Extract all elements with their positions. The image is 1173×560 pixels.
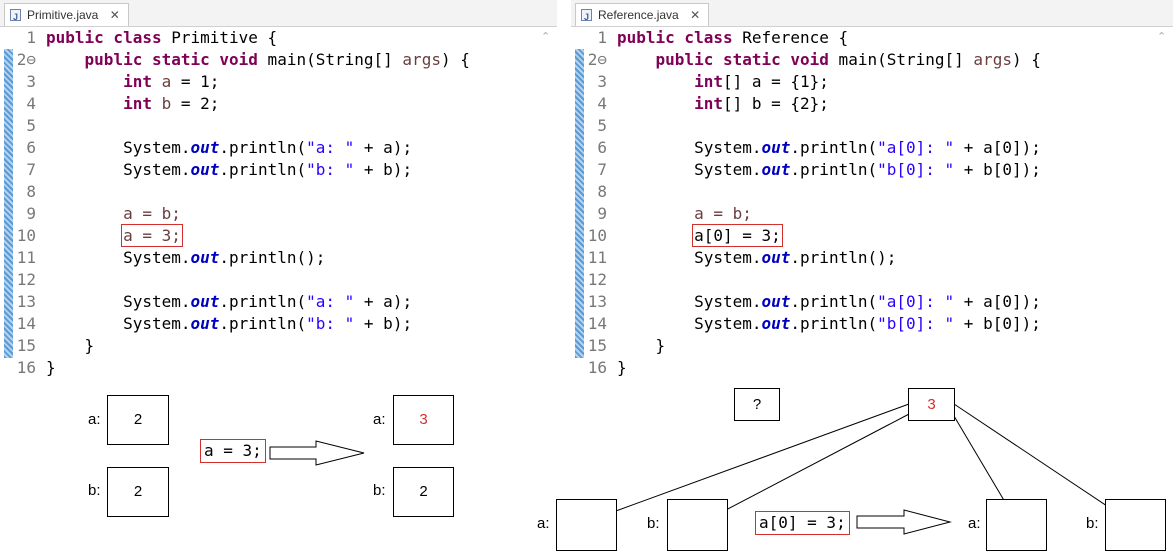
code-line: 5 (597, 116, 607, 135)
arrow-icon (856, 509, 952, 535)
tab-title: Primitive.java (27, 8, 99, 22)
var-a-box: 2 (107, 395, 169, 445)
code-line: 2⊖ public static void main(String[] args… (16, 50, 470, 69)
ref-a-box (556, 499, 617, 551)
ref-a-after-box (986, 499, 1047, 551)
code-line: 15 } (16, 336, 95, 355)
code-line: 12 (587, 270, 607, 289)
code-line: 5 (26, 116, 36, 135)
code-line: 16} (587, 358, 627, 377)
code-line: 13 System.out.println("a[0]: " + a[0]); (587, 292, 1041, 311)
code-line: 7 System.out.println("b[0]: " + b[0]); (597, 160, 1041, 179)
change-gutter (4, 49, 13, 358)
statement-label: a[0] = 3; (755, 511, 850, 535)
code-line: 3 int[] a = {1}; (597, 72, 829, 91)
tab-reference-java[interactable]: Reference.java ✕ (575, 3, 710, 28)
statement-label: a = 3; (200, 439, 266, 463)
code-line: 9 a = b; (597, 204, 752, 223)
highlighted-assignment: a = 3; (121, 224, 183, 247)
code-line: 2⊖ public static void main(String[] args… (587, 50, 1041, 69)
code-line: 6 System.out.println("a: " + a); (26, 138, 413, 157)
memory-diagram: a: 2 b: 2 a = 3; a: 3 b: 2 ? 3 a: b: a[0… (0, 378, 1173, 560)
orphan-array-box: ? (734, 388, 780, 421)
highlighted-assignment: a[0] = 3; (692, 224, 783, 247)
ref-a-label: a: (537, 515, 550, 532)
tab-title: Reference.java (598, 8, 679, 22)
code-line: 16} (16, 358, 56, 377)
close-icon[interactable]: ✕ (690, 8, 701, 22)
ref-b-after-box (1105, 499, 1166, 551)
code-line: 15 } (587, 336, 666, 355)
var-b-label: b: (88, 482, 101, 499)
code-line: 14 System.out.println("b: " + b); (16, 314, 413, 333)
code-line: 11 System.out.println(); (16, 248, 326, 267)
scroll-up-icon[interactable]: ⌃ (541, 31, 551, 43)
code-line: 11 System.out.println(); (587, 248, 897, 267)
var-a-after-label: a: (373, 411, 386, 428)
code-line: 10 a = 3; (16, 224, 183, 247)
java-file-icon (10, 6, 21, 28)
tab-bar: Reference.java ✕ (571, 0, 1173, 28)
change-gutter (575, 49, 584, 358)
var-a-label: a: (88, 411, 101, 428)
code-line: 4 int[] b = {2}; (597, 94, 829, 113)
tab-primitive-java[interactable]: Primitive.java ✕ (4, 3, 129, 28)
var-a-after-box: 3 (393, 395, 454, 445)
tab-bar: Primitive.java ✕ (0, 0, 557, 28)
arrow-icon (269, 440, 365, 466)
code-line: 8 (26, 182, 36, 201)
code-line: 9 a = b; (26, 204, 181, 223)
code-line: 13 System.out.println("a: " + a); (16, 292, 413, 311)
code-line: 8 (597, 182, 607, 201)
code-line: 6 System.out.println("a[0]: " + a[0]); (597, 138, 1041, 157)
ref-a-after-label: a: (968, 515, 981, 532)
code-line: 10 a[0] = 3; (587, 224, 783, 247)
ref-b-label: b: (647, 515, 660, 532)
code-line: 4 int b = 2; (26, 94, 220, 113)
shared-array-box: 3 (908, 388, 955, 421)
close-icon[interactable]: ✕ (109, 8, 120, 22)
code-line: 7 System.out.println("b: " + b); (26, 160, 413, 179)
ref-b-after-label: b: (1086, 515, 1099, 532)
scroll-up-icon[interactable]: ⌃ (1157, 31, 1167, 43)
code-line: 12 (16, 270, 36, 289)
var-b-after-label: b: (373, 482, 386, 499)
code-line: 14 System.out.println("b[0]: " + b[0]); (587, 314, 1041, 333)
code-line: 3 int a = 1; (26, 72, 220, 91)
java-file-icon (581, 6, 592, 28)
var-b-after-box: 2 (393, 467, 454, 517)
ref-b-box (667, 499, 728, 551)
var-b-box: 2 (107, 467, 169, 517)
